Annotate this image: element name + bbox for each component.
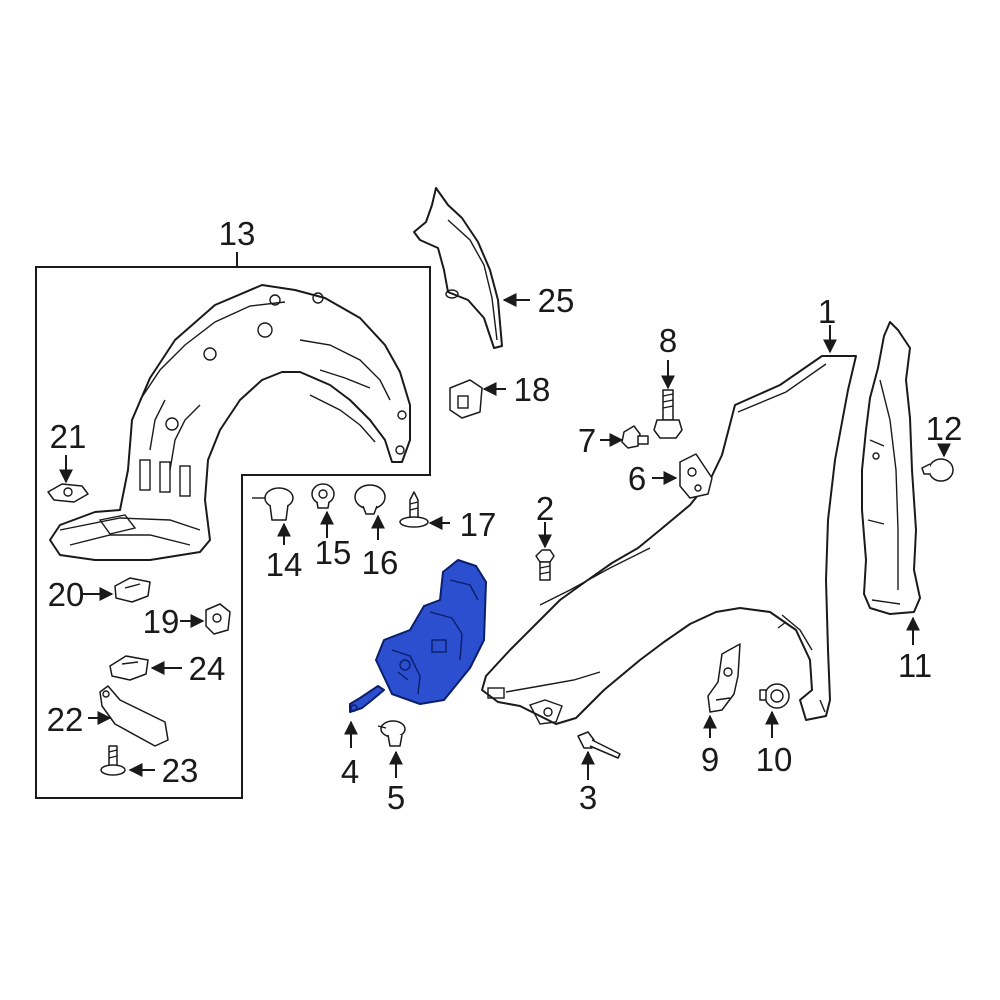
callout-5: 5: [387, 779, 405, 816]
callout-18: 18: [514, 371, 551, 408]
callout-16: 16: [362, 544, 399, 581]
clip-part-18[interactable]: [449, 379, 483, 419]
callout-14: 14: [266, 546, 303, 583]
bolt-part-2[interactable]: [535, 549, 555, 581]
bracket-part-4[interactable]: [349, 559, 487, 713]
callout-4: 4: [341, 753, 359, 790]
callout-2: 2: [536, 490, 554, 527]
callout-6: 6: [628, 460, 646, 497]
callout-24: 24: [189, 650, 226, 687]
bolt-part-23[interactable]: [100, 745, 126, 776]
push-rivet-part-16[interactable]: [354, 484, 386, 515]
fender-liner-part-13[interactable]: [49, 284, 411, 561]
push-rivet-part-5[interactable]: [377, 720, 406, 747]
callout-11: 11: [898, 647, 932, 684]
callout-10: 10: [756, 741, 793, 778]
bracket-part-9[interactable]: [707, 643, 741, 713]
callout-13: 13: [219, 215, 256, 252]
callout-9: 9: [701, 741, 719, 778]
bolt-part-8[interactable]: [653, 389, 683, 439]
screw-part-17[interactable]: [399, 491, 429, 528]
bracket-part-6[interactable]: [679, 453, 713, 499]
clip-part-12[interactable]: [921, 458, 954, 482]
callout-25: 25: [538, 282, 575, 319]
bolt-part-7[interactable]: [621, 425, 649, 449]
callout-22: 22: [47, 701, 84, 738]
clip-part-24[interactable]: [109, 655, 149, 681]
side-seal-part-11[interactable]: [861, 321, 921, 615]
callout-17: 17: [460, 506, 497, 543]
callout-8: 8: [659, 322, 677, 359]
callout-7: 7: [578, 422, 596, 459]
rivet-part-3[interactable]: [577, 731, 621, 759]
clip-part-20[interactable]: [114, 577, 151, 603]
bracket-part-22[interactable]: [99, 685, 169, 747]
push-clip-part-14[interactable]: [252, 487, 294, 521]
callout-21: 21: [50, 418, 87, 455]
callout-19: 19: [143, 603, 180, 640]
clip-part-21[interactable]: [47, 483, 89, 503]
push-rivet-part-10[interactable]: [759, 683, 790, 709]
callout-12: 12: [926, 410, 963, 447]
callout-1: 1: [818, 293, 836, 330]
callout-20: 20: [48, 576, 85, 613]
callout-23: 23: [162, 752, 199, 789]
callout-3: 3: [579, 779, 597, 816]
group-box-13: [35, 266, 431, 799]
grommet-part-15[interactable]: [311, 483, 335, 509]
upper-seal-part-25[interactable]: [413, 187, 503, 349]
callout-15: 15: [315, 534, 352, 571]
front-fender-part-1[interactable]: [481, 355, 857, 725]
nut-part-19[interactable]: [205, 603, 231, 635]
